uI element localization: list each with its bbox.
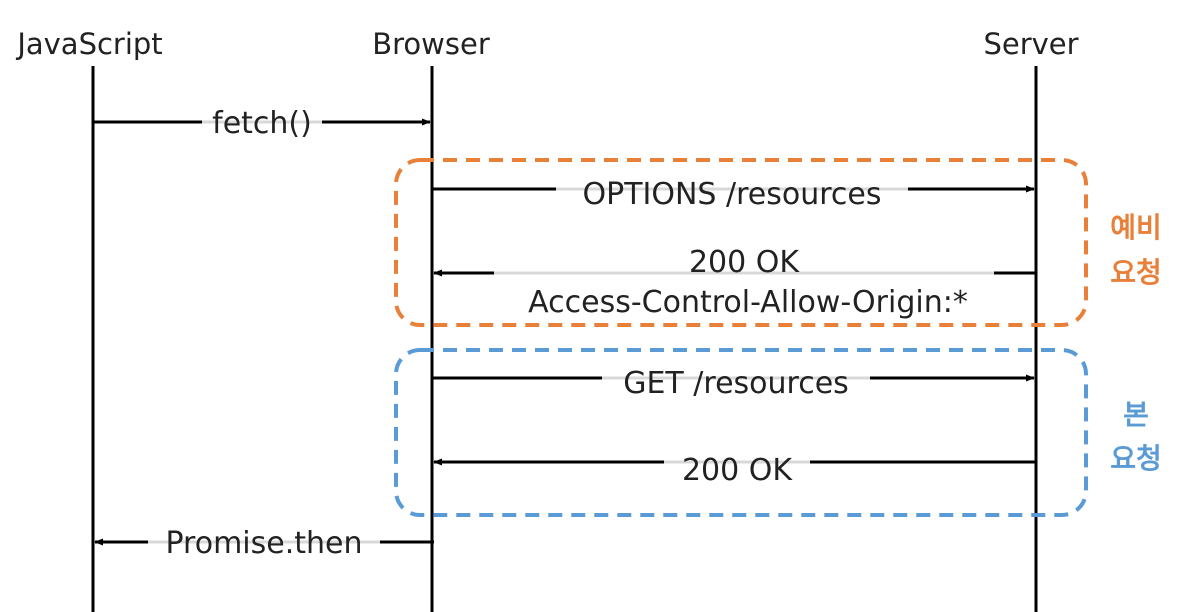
preflight-response-status: 200 OK xyxy=(689,245,800,280)
fetch-label: fetch() xyxy=(212,106,312,141)
actor-browser: Browser xyxy=(372,27,490,61)
get-label: GET /resources xyxy=(623,366,849,401)
main-request-group-box xyxy=(394,348,1088,517)
promise-label: Promise.then xyxy=(165,526,362,561)
main-request-label-line1: 본 xyxy=(1123,398,1149,431)
preflight-response-header: Access-Control-Allow-Origin:* xyxy=(528,285,968,320)
preflight-label-line1: 예비 xyxy=(1110,211,1162,244)
preflight-group-box xyxy=(394,158,1088,327)
get-response-label: 200 OK xyxy=(682,453,793,488)
options-label: OPTIONS /resources xyxy=(582,177,881,212)
preflight-label-line2: 요청 xyxy=(1110,256,1162,289)
main-request-label-line2: 요청 xyxy=(1110,442,1162,475)
actor-javascript: JavaScript xyxy=(15,27,162,61)
actor-server: Server xyxy=(983,27,1078,61)
